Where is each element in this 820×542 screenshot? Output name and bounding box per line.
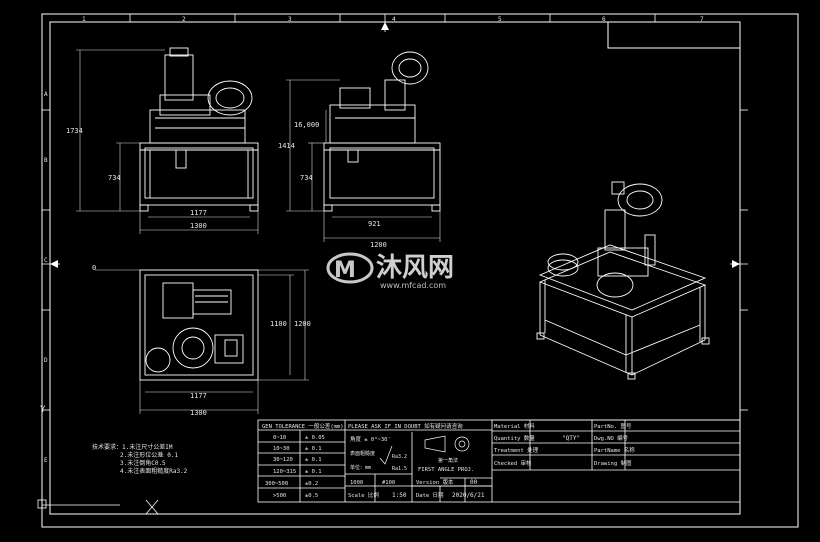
tol-row-3-value: ± 0.1 [305,457,322,463]
zone-num-6: 6 [602,16,606,23]
zone-num-2: 2 [182,16,186,23]
version-label: Version 版本 [416,478,454,486]
quantity-value: "QTY" [562,435,580,442]
roughness-value-2: Ra1.5 [392,466,407,472]
zone-num-1: 1 [82,16,86,23]
note-line-1: 技术要求：1.未注尺寸公差IM [92,443,173,451]
ucs-icon [37,430,159,515]
watermark-brand: 沐风网 [376,253,454,283]
dim-top-origin: 0 [92,264,96,272]
tol-row-4-range: 120~315 [273,469,296,475]
material-label: Material 材料 [494,422,535,430]
version-value: 00 [470,479,478,486]
projection-cn: 第一角法 [438,457,458,464]
zone-letter-a: A [44,91,48,98]
zone-num-4: 4 [392,16,396,23]
side-view [323,51,441,212]
dim-top-1200: 1200 [294,320,311,328]
date-value: 2020/6/21 [452,492,485,499]
angle-tolerance: 角度 ± 0°~30' [350,435,391,443]
side-dims [286,79,441,242]
dim-side-1200: 1200 [370,241,387,249]
tol-row-5-range: 300~500 [265,481,288,487]
top-view [139,269,259,381]
mf-logo-icon: M [326,252,374,284]
part-name-label: PartName 名称 [594,446,635,454]
dim-front-1300: 1300 [190,222,207,230]
tol-row-2-value: ± 0.1 [305,446,322,452]
svg-text:M: M [334,258,356,283]
note-line-4: 4.未注表面粗糙度Ra3.2 [120,467,188,475]
zone-letter-b: B [44,157,48,164]
zone-num-5: 5 [498,16,502,23]
tol-row-6-range: >500 [273,493,286,499]
tol-row-3-range: 30~120 [273,457,293,463]
surface-value: #100 [382,480,395,486]
front-view [139,47,259,212]
date-label: Date 日期 [416,492,444,499]
note-line-2-value: ± 0.1 [160,452,178,459]
note-line-2: 2.未注形位公差 [120,451,163,459]
zone-letter-c: C [44,257,48,264]
dim-front-1734: 1734 [66,127,83,135]
roughness-value: Ra3.2 [392,454,407,460]
inner-frame [49,21,741,515]
zone-num-7: 7 [700,16,704,23]
quantity-label: Quantity 数量 [494,434,535,442]
dwg-no-label: Dwg.NO 编号 [594,434,629,442]
dim-front-1177: 1177 [190,209,207,217]
watermark-url: www.mfcad.com [380,281,446,290]
dim-side-1414: 1414 [278,142,295,150]
scale-value: 1:50 [392,492,407,499]
doubt-header: PLEASE ASK IF IN DOUBT 如有疑问请咨询 [348,422,463,430]
tol-row-6-value: ±0.5 [305,493,318,499]
revision-box [607,21,741,49]
tolerance-header: GEN TOLERANCE 一般公差(mm) [262,422,344,430]
tol-row-1-value: ± 0.05 [305,435,325,441]
projection-en: FIRST ANGLE PROJ. [418,467,474,473]
dim-side-16000: 16,000 [294,121,319,129]
note-line-3: 3.未注倒角C0.5 [120,459,166,467]
dim-front-734: 734 [108,174,121,182]
front-dims [76,49,259,234]
isometric-view [536,181,710,380]
drawing-label: Drawing 制图 [594,459,632,467]
tol-row-1-range: 0~10 [273,435,286,441]
title-block [257,419,741,503]
dim-top-1100: 1100 [270,320,287,328]
zone-ticks [42,14,748,411]
first-angle-projection-icon [424,435,470,453]
zone-letter-e: E [44,457,48,464]
roughness-check-icon [379,445,393,465]
surface-label: 1000 [350,480,363,486]
scale-label: Scale 比例 [348,491,379,499]
dim-top-1177: 1177 [190,392,207,400]
dim-side-734: 734 [300,174,313,182]
checked-label: Checked 审核 [494,459,532,467]
tol-row-5-value: ±0.2 [305,481,318,487]
top-dims [95,269,309,414]
zone-num-3: 3 [288,16,292,23]
dim-top-1300: 1300 [190,409,207,417]
unit-label: 单位：mm [350,464,371,471]
part-no-label: PartNo. 图号 [594,422,632,430]
ucs-y-label: Y [40,405,46,415]
zone-letter-d: D [44,357,48,364]
outer-frame [41,13,799,528]
treatment-label: Treatment 处理 [494,446,539,454]
tol-row-2-range: 10~30 [273,446,290,452]
tol-row-4-value: ± 0.1 [305,469,322,475]
dim-side-921: 921 [368,220,381,228]
roughness-label: 表面粗糙度 [350,450,375,457]
